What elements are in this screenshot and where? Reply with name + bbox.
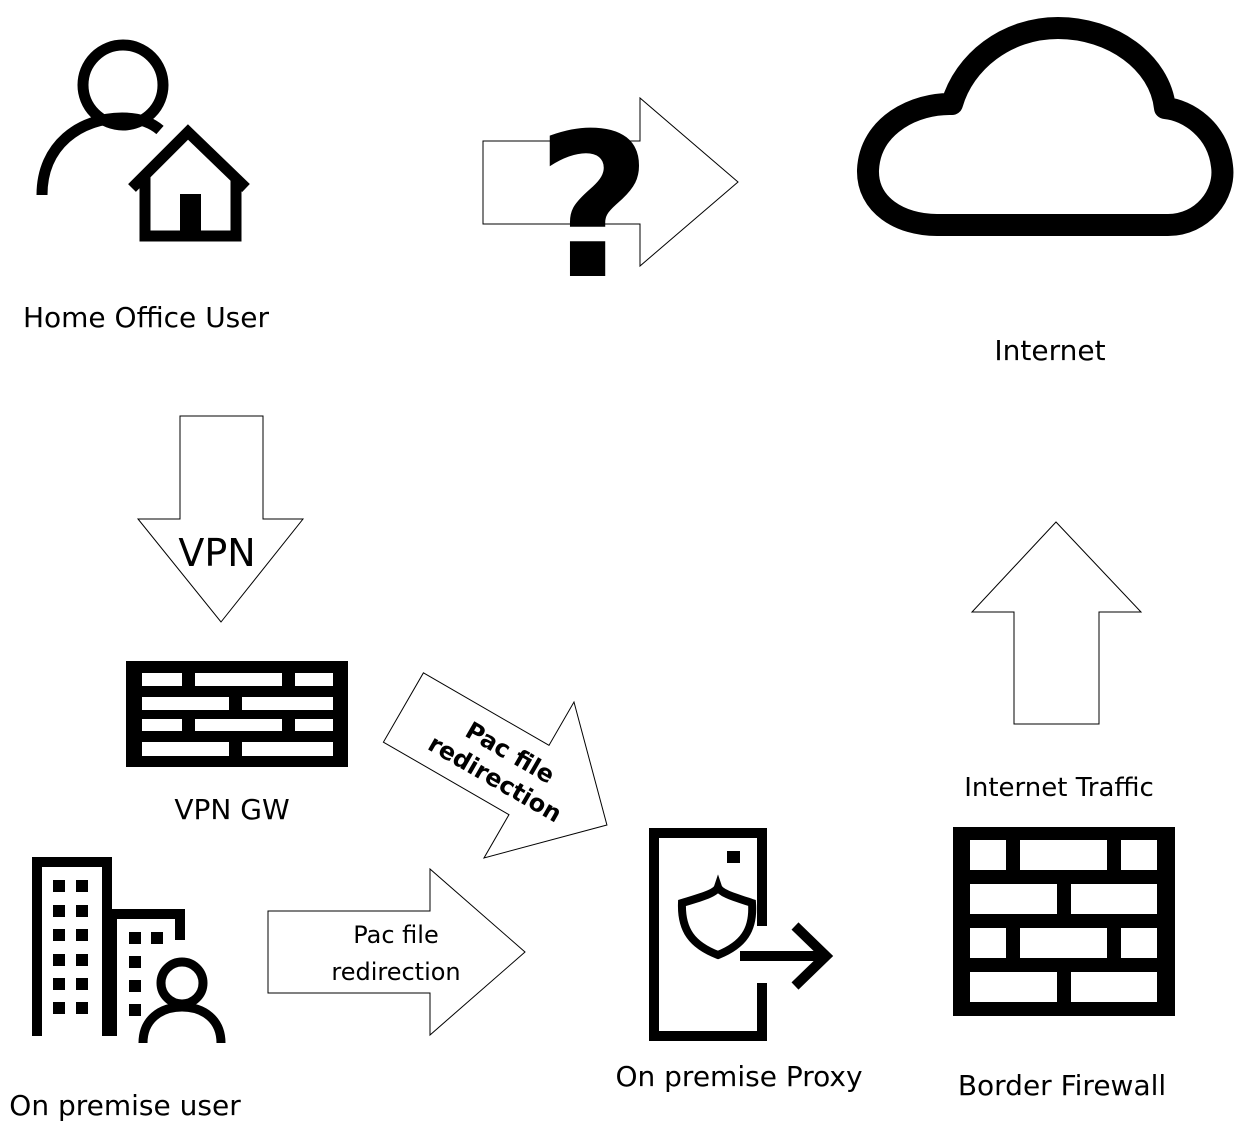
pac-redirect-vpn-arrow: Pac file redirection — [382, 672, 608, 859]
on-premise-user-label: On premise user — [9, 1089, 241, 1122]
arrow-to-internet — [482, 96, 739, 268]
server-led — [727, 851, 740, 863]
question-mark: ? — [536, 91, 652, 324]
proxy-server-icon — [649, 828, 834, 1041]
pac-redirect-onprem-line1: Pac file — [353, 921, 438, 949]
firewall-icon — [126, 661, 348, 767]
vpn-gw-label: VPN GW — [174, 793, 289, 826]
internet-traffic-arrow — [970, 521, 1143, 725]
user-home-icon — [36, 39, 250, 242]
internet-traffic-label: Internet Traffic — [964, 773, 1154, 803]
building-user-icon — [32, 857, 226, 1044]
cloud-icon — [857, 17, 1234, 236]
pac-redirect-onprem-arrow — [267, 867, 526, 1037]
home-door — [180, 194, 201, 236]
border-firewall-label: Border Firewall — [958, 1069, 1166, 1102]
internet-label: Internet — [994, 334, 1105, 367]
home-office-user-label: Home Office User — [23, 301, 270, 334]
firewall-icon — [953, 827, 1175, 1016]
pac-redirect-onprem-line2: redirection — [331, 958, 460, 986]
on-premise-proxy-label: On premise Proxy — [615, 1060, 862, 1093]
vpn-arrow — [136, 415, 305, 623]
vpn-label: VPN — [178, 531, 255, 575]
